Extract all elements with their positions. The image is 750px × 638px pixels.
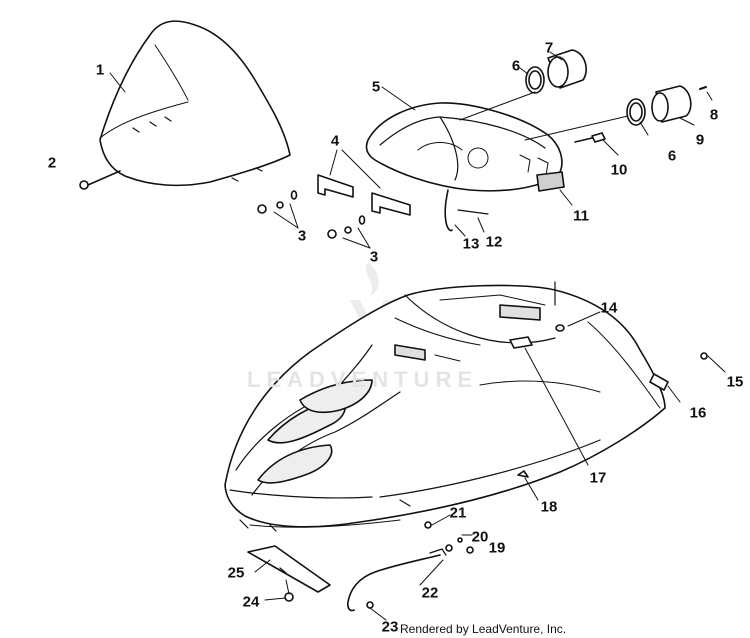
harness-13 (444, 189, 489, 237)
callout-23: 23 (381, 618, 399, 636)
hardware-3 (257, 190, 371, 249)
callout-11: 11 (573, 207, 589, 225)
callout-6: 6 (511, 57, 521, 75)
callout-21: 21 (449, 504, 467, 522)
part-15-16 (649, 352, 726, 403)
hood (224, 281, 666, 532)
footer-credit: Rendered by LeadVenture, Inc. (400, 622, 567, 636)
callout-16: 16 (689, 404, 707, 422)
callout-3: 3 (369, 248, 379, 266)
cable-22 (347, 514, 474, 621)
plate-25 (247, 545, 331, 602)
callout-1: 1 (95, 61, 105, 79)
watermark-text: LEADVENTURE (247, 367, 479, 392)
screw-2 (79, 170, 121, 190)
callout-19: 19 (488, 539, 506, 557)
callout-9: 9 (695, 131, 705, 149)
callout-8: 8 (709, 106, 719, 124)
callout-12: 12 (485, 233, 503, 251)
callout-14: 14 (600, 299, 618, 317)
callout-5: 5 (371, 78, 381, 96)
callout-13: 13 (462, 235, 480, 253)
part-18 (517, 470, 539, 501)
windshield (99, 20, 291, 187)
gauge-9 (524, 85, 713, 141)
callout-24: 24 (242, 593, 260, 611)
instrument-pod (365, 86, 565, 192)
callout-22: 22 (421, 584, 439, 602)
bulb-10 (574, 132, 619, 156)
callout-2: 2 (47, 154, 57, 172)
gauge-7 (459, 49, 587, 121)
callout-18: 18 (540, 498, 558, 516)
callout-15: 15 (726, 373, 744, 391)
callout-20: 20 (471, 528, 489, 546)
callout-10: 10 (610, 161, 628, 179)
callout-3: 3 (297, 227, 307, 245)
callout-7: 7 (544, 39, 554, 57)
callout-17: 17 (589, 469, 607, 487)
callout-6: 6 (667, 147, 677, 165)
callout-4: 4 (330, 132, 340, 150)
callout-25: 25 (227, 564, 245, 582)
bracket-4 (317, 149, 411, 216)
